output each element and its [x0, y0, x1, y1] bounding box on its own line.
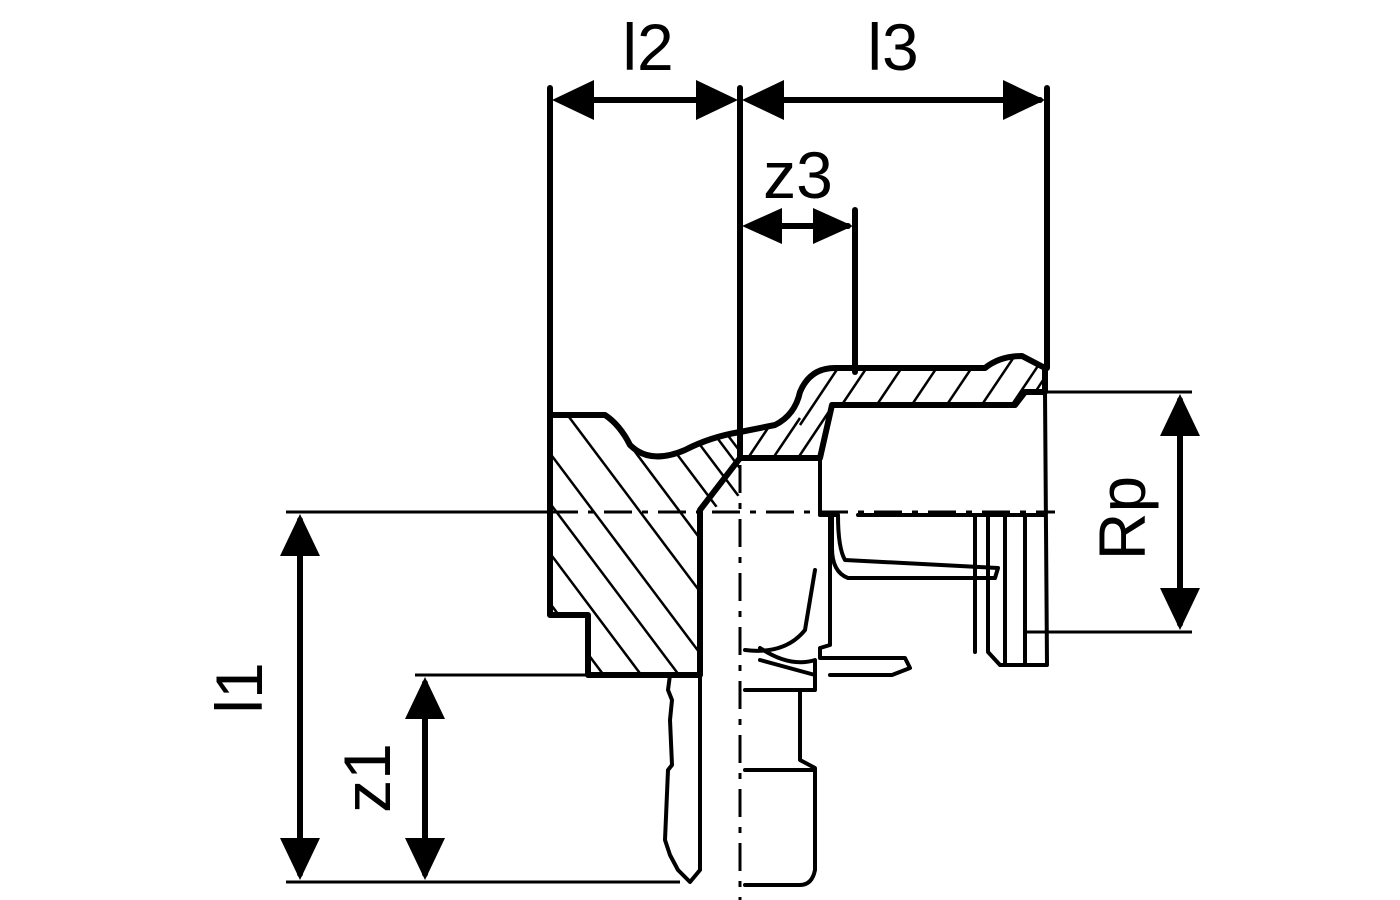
dimension-l2 [552, 80, 738, 120]
dimension-l1 [280, 514, 320, 880]
label-l3: l3 [867, 10, 918, 84]
left-body-hatching [550, 415, 740, 675]
extension-lines [286, 85, 1192, 884]
top-wall-outline [737, 353, 1048, 461]
spigot-outline [663, 673, 702, 884]
label-rp: Rp [1085, 476, 1159, 560]
label-l2: l2 [622, 10, 673, 84]
dimension-l3 [742, 80, 1045, 120]
label-z3: z3 [763, 138, 833, 212]
fitting-body [547, 353, 1049, 887]
dimension-z3 [742, 208, 853, 244]
dimension-z1 [405, 677, 445, 880]
dimension-rp [1160, 394, 1200, 630]
label-l1: l1 [202, 662, 276, 713]
label-z1: z1 [330, 743, 404, 813]
left-body-outline [547, 412, 743, 678]
centre-lines [550, 465, 1055, 900]
socket-outline [986, 390, 1049, 667]
